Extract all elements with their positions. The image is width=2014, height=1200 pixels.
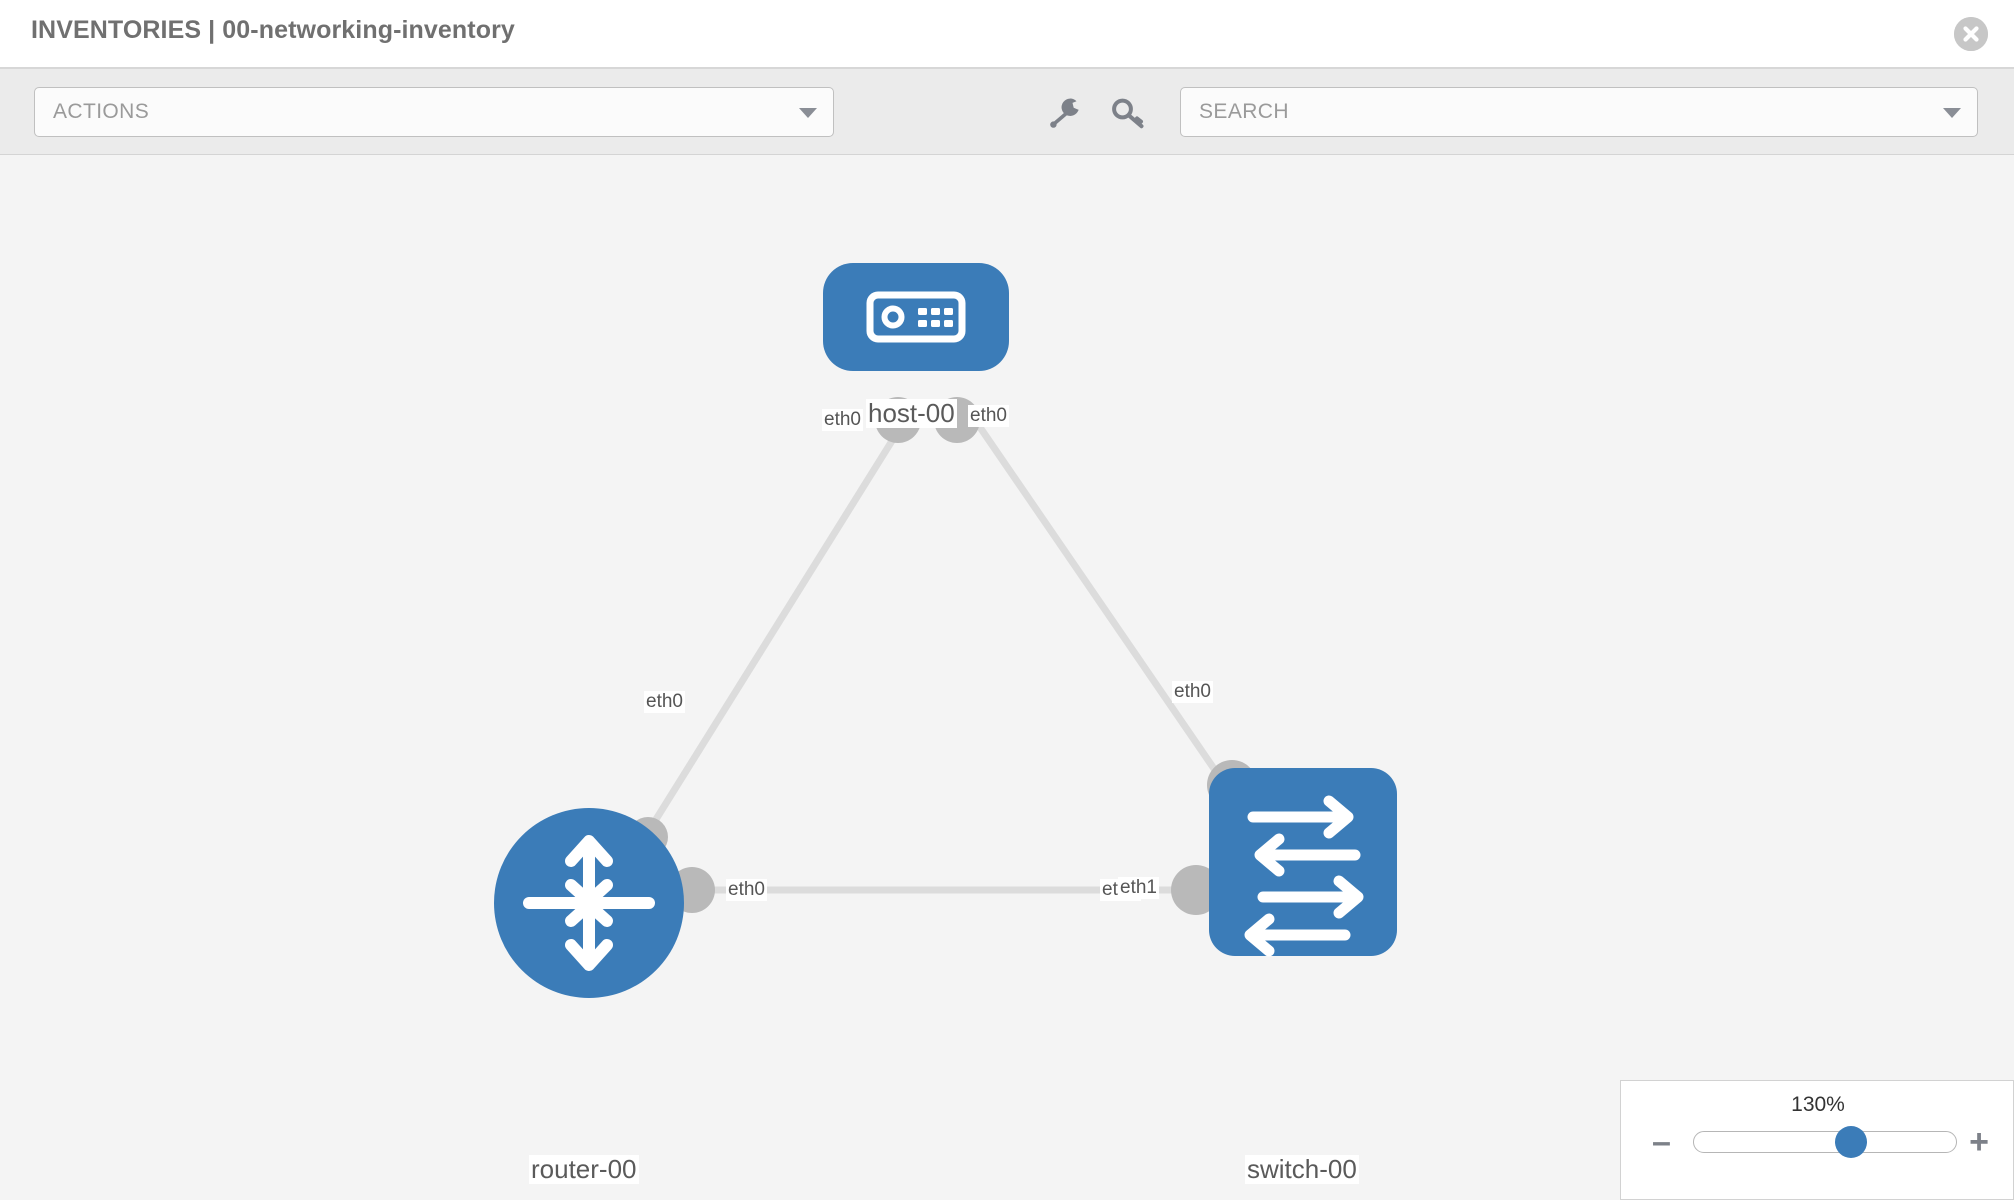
search-chevron-down-icon[interactable] xyxy=(1943,108,1961,118)
zoom-slider[interactable] xyxy=(1693,1126,1957,1158)
link-host-router xyxy=(637,418,908,847)
server-icon xyxy=(866,291,966,343)
link-host-switch xyxy=(972,418,1235,797)
wrench-icon[interactable] xyxy=(1046,96,1084,130)
node-label-switch-00: switch-00 xyxy=(1245,1154,1359,1184)
page-title: INVENTORIES | 00-networking-inventory xyxy=(31,16,515,44)
zoom-in-button[interactable]: + xyxy=(1969,1123,1989,1161)
topology-canvas[interactable]: host-00 router-00 switch-00 eth0 eth0 et… xyxy=(0,155,2014,1200)
iface-label-switch-up: eth0 xyxy=(1172,681,1213,703)
iface-label-router-right: eth0 xyxy=(726,879,767,901)
actions-dropdown-label: ACTIONS xyxy=(53,100,150,123)
chevron-down-icon xyxy=(799,108,817,118)
connector-switch-left xyxy=(1171,865,1221,915)
zoom-control: 130% – + xyxy=(1620,1080,2014,1200)
node-label-router-00: router-00 xyxy=(529,1154,639,1184)
page-header: INVENTORIES | 00-networking-inventory xyxy=(0,0,2014,69)
iface-label-host-left: eth0 xyxy=(822,409,863,431)
zoom-level-label: 130% xyxy=(1791,1093,1845,1116)
zoom-slider-handle[interactable] xyxy=(1835,1126,1868,1158)
node-router-00 xyxy=(494,808,684,998)
iface-label-host-right: eth0 xyxy=(968,405,1009,427)
node-label-host-00: host-00 xyxy=(866,398,957,428)
router-arrows-icon xyxy=(523,835,655,971)
actions-dropdown[interactable]: ACTIONS xyxy=(34,87,834,137)
key-icon[interactable] xyxy=(1110,96,1148,130)
connector-layer xyxy=(628,397,1257,915)
toolbar: ACTIONS SEARCH xyxy=(0,69,2014,155)
iface-label-router-up: eth0 xyxy=(644,691,685,713)
link-layer xyxy=(637,418,1235,894)
iface-label-switch-left-front: eth1 xyxy=(1118,877,1159,899)
node-switch-00 xyxy=(1209,768,1397,957)
search-input[interactable]: SEARCH xyxy=(1180,87,1978,137)
switch-arrows-icon xyxy=(1244,795,1364,957)
zoom-out-button[interactable]: – xyxy=(1652,1123,1671,1161)
close-icon[interactable] xyxy=(1954,17,1988,51)
topology-graph xyxy=(494,263,1397,998)
node-host-00 xyxy=(823,263,1009,371)
search-placeholder: SEARCH xyxy=(1199,100,1289,123)
